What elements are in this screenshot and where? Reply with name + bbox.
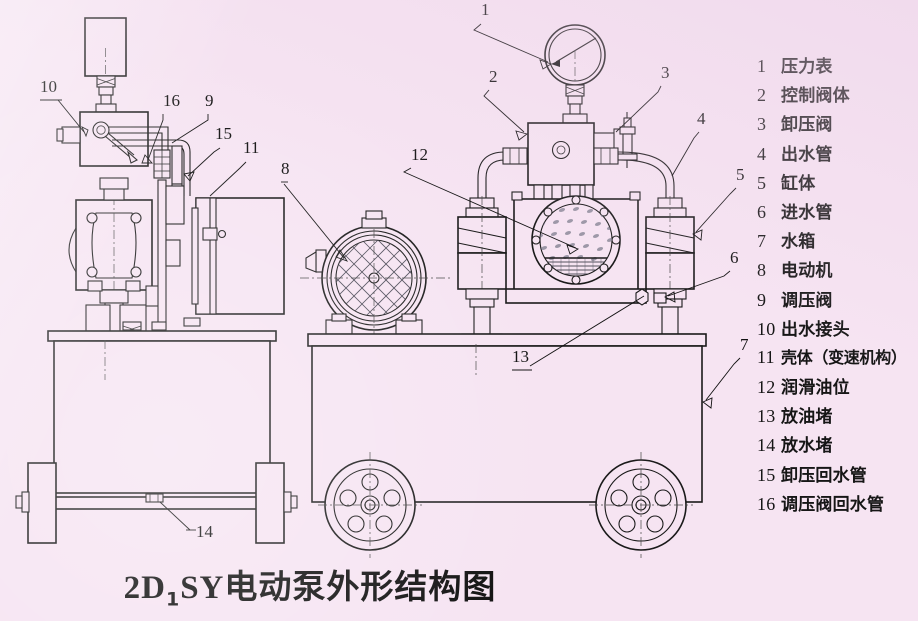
callout-number-4: 4 [697,109,706,128]
callout-number-13: 13 [512,347,529,366]
title-subscript: 1 [165,588,181,611]
legend-label: 出水接头 [781,319,850,340]
base-plate-right [307,333,707,347]
right-side-view [281,23,741,558]
legend-item-5: 5 缸体 [757,169,917,198]
legend-label: 调压阀 [781,290,833,311]
legend-item-2: 2 控制阀体 [757,81,917,110]
title-mid: SY [180,570,225,606]
legend-item-6: 6 进水管 [757,198,917,227]
drain-plug-14 [145,493,164,503]
legend-item-3: 3 卸压阀 [757,110,917,139]
gearbox-housing-left [191,197,285,315]
outlet-connector-10 [56,126,81,144]
legend-number: 9 [757,289,767,310]
legend-label: 卸压阀 [781,115,833,136]
legend-number: 7 [757,231,767,252]
legend-item-11: 11 壳体（变速机构） [757,344,917,373]
callout-number-5: 5 [736,165,745,184]
callout-number-15: 15 [215,124,232,143]
legend-label: 压力表 [781,57,833,77]
legend-number: 5 [757,172,767,193]
legend-item-7: 7 水箱 [757,227,917,256]
callout-number-16: 16 [163,91,180,110]
legend-label: 调压阀回水管 [781,494,885,515]
legend-number: 3 [757,114,767,135]
title-prefix: 2D [123,570,166,606]
callout-number-6: 6 [730,248,739,267]
mid-plate-left [157,179,167,331]
legend-number: 14 [757,435,776,456]
left-end-view [15,17,298,544]
legend-label: 润滑油位 [781,378,850,399]
legend-number: 13 [757,406,776,427]
legend-number: 8 [757,260,767,281]
wheel-left-side-a [15,462,57,544]
pressure-gauge-face [544,24,606,124]
legend-number: 12 [757,377,776,398]
legend-item-4: 4 出水管 [757,140,917,169]
legend-number: 1 [757,56,767,76]
legend-number: 6 [757,201,767,222]
legend-item-9: 9 调压阀 [757,286,917,315]
callout-number-3: 3 [661,63,670,82]
callout-number-1: 1 [481,0,490,19]
callout-number-8: 8 [281,159,290,178]
legend-number: 16 [757,493,776,514]
legend-item-8: 8 电动机 [757,256,917,285]
legend-number: 15 [757,464,776,485]
callout-number-7: 7 [740,335,749,354]
cylinder-right [645,196,695,342]
cylinder-left [457,196,507,342]
legend-label: 放水堵 [781,436,833,457]
callout-number-12: 12 [411,145,428,164]
callout-number-14: 14 [196,522,214,541]
callout-number-10: 10 [40,77,57,96]
pump-housing-center [505,191,667,306]
legend-label: 电动机 [781,261,833,282]
legend-label: 卸压回水管 [781,465,867,486]
tank-top-plate-left [47,330,277,342]
legend-number: 11 [757,346,775,367]
legend-label: 壳体（变速机构） [781,347,907,367]
title-suffix: 电动泵外形结构图 [224,567,497,606]
legend-item-1: 1 压力表 [757,52,917,81]
legend-label: 放油堵 [781,407,833,428]
wheel-left-side-b [255,462,298,544]
legend-label: 水箱 [781,232,816,253]
callout-number-2: 2 [489,67,498,86]
legend-label: 缸体 [781,173,816,194]
pressure-gauge-edge-view [84,17,127,113]
legend-number: 10 [757,318,776,339]
legend-number: 2 [757,85,767,106]
legend-label: 进水管 [781,202,833,223]
legend-label: 出水管 [781,144,833,165]
legend-number: 4 [757,143,767,164]
control-valve-body [527,112,638,202]
drawing-title: 2D1SY电动泵外形结构图 [0,560,620,611]
oil-sight-glass-12 [531,195,621,285]
callout-number-11: 11 [243,138,259,157]
legend-label: 控制阀体 [781,86,850,107]
water-tank-left [53,340,271,494]
control-valve-body-left [79,111,149,167]
callout-number-9: 9 [205,91,214,110]
